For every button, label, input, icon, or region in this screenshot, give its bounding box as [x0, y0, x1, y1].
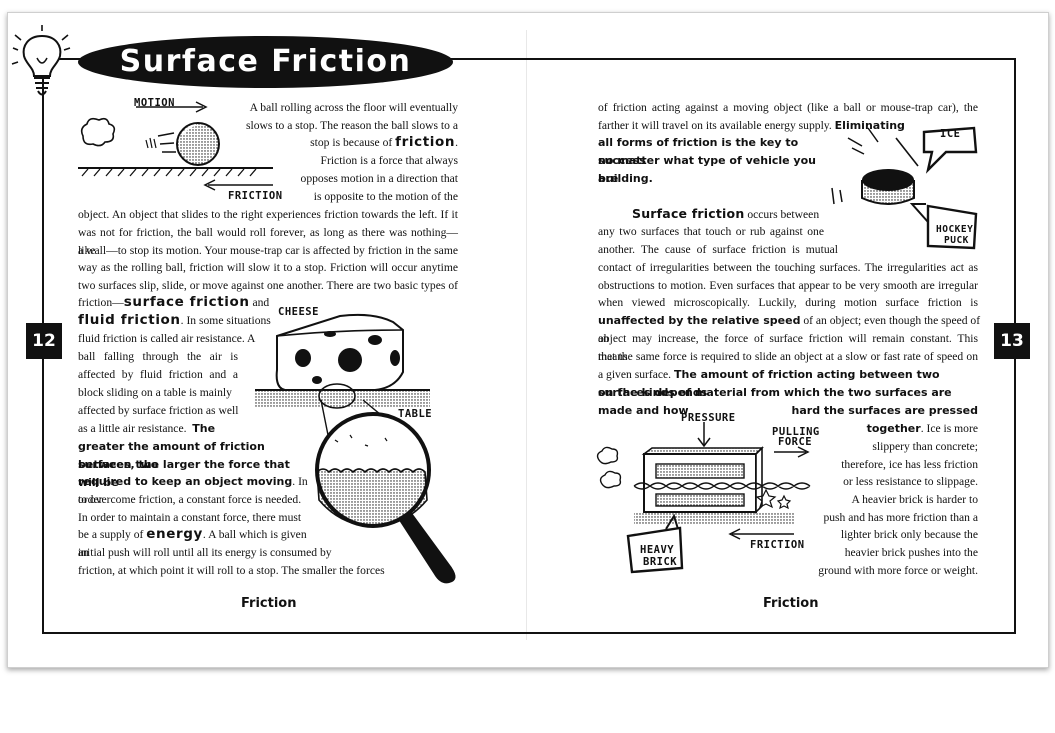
- body-line: ball falling through the air is: [78, 350, 238, 363]
- body-line: of friction acting against a moving obje…: [598, 101, 978, 114]
- bold-line: all forms of friction is the key to succ…: [598, 136, 799, 167]
- body-line: push and has more friction than a: [823, 511, 978, 524]
- body-line: affected by fluid friction and a: [78, 368, 238, 381]
- body-line: opposes motion in a direction that: [300, 172, 458, 185]
- bold-line: building.: [598, 172, 653, 185]
- body-line: Surface friction occurs between: [632, 206, 820, 221]
- body-line: a wall—to stop its motion. Your mouse-tr…: [78, 244, 458, 257]
- rolling-ball-illustration: [78, 101, 273, 191]
- body-line: fluid friction is called air resistance.…: [78, 332, 256, 345]
- page-title: Surface Friction: [119, 44, 412, 79]
- body-line: another. The cause of surface friction i…: [598, 243, 838, 256]
- bold-line: greater the amount of friction between t…: [78, 440, 265, 471]
- page-gutter: [526, 30, 527, 640]
- book-spread: [7, 12, 1049, 668]
- bold-line: on the kinds of material from which the …: [598, 386, 952, 417]
- bold-line: no matter what type of vehicle you are: [598, 154, 816, 185]
- label-motion: MOTION: [134, 97, 175, 109]
- body-line: object. An object that slides to the rig…: [78, 208, 458, 221]
- label-heavy: HEAVY: [640, 544, 675, 556]
- footer-left: Friction: [241, 596, 297, 611]
- body-line: is opposite to the motion of the: [313, 190, 458, 203]
- label-force: FORCE: [778, 436, 813, 448]
- body-line: as a little air resistance. The: [78, 422, 216, 435]
- label-ice: ICE: [940, 128, 961, 140]
- body-line: lighter brick only because the: [840, 528, 978, 541]
- label-pulling: PULLING: [772, 426, 820, 438]
- body-line: when viewed microscopically. Luckily, du…: [598, 296, 978, 309]
- body-line: block sliding on a table is mainly: [78, 386, 232, 399]
- body-line: Friction is a force that always: [320, 154, 458, 167]
- body-line: stop is because of friction.: [310, 134, 458, 150]
- body-line: was not for friction, the ball would rol…: [78, 226, 458, 257]
- body-line: A ball rolling across the floor will eve…: [249, 101, 458, 114]
- body-line: together. Ice is more: [866, 422, 978, 435]
- body-line: slippery than concrete;: [872, 440, 978, 453]
- light-bulb-icon: [11, 25, 71, 96]
- body-line: friction—surface friction and: [78, 294, 270, 310]
- body-line: unaffected by the relative speed of an o…: [598, 314, 981, 345]
- key-term-friction: friction: [395, 134, 456, 150]
- body-line: or less resistance to slippage.: [843, 475, 978, 488]
- key-term-surface-friction: surface friction: [123, 294, 250, 310]
- label-hockey: HOCKEY: [936, 224, 974, 235]
- body-line: slows to a stop. The reason the ball slo…: [246, 119, 458, 132]
- body-line: to overcome friction, a constant force i…: [78, 493, 302, 506]
- body-line: A heavier brick is harder to: [851, 493, 978, 506]
- body-line: In order to maintain a constant force, t…: [78, 511, 302, 524]
- key-term-fluid-friction: fluid friction: [78, 312, 181, 328]
- label-brick: BRICK: [643, 556, 678, 568]
- body-line: therefore, ice has less friction: [841, 458, 978, 471]
- body-line: affected by surface friction as well: [78, 404, 239, 417]
- body-line: required to keep an object moving. In or…: [78, 475, 308, 506]
- key-term-energy: energy: [146, 526, 203, 542]
- bold-line: hard the surfaces are pressed: [791, 404, 978, 417]
- body-line: any two surfaces that touch or rub again…: [598, 225, 824, 238]
- label-friction-brick: FRICTION: [750, 539, 805, 551]
- body-line: object may increase, the force of surfac…: [598, 332, 978, 363]
- label-puck: PUCK: [944, 235, 969, 246]
- body-line: that the same force is required to slide…: [598, 350, 978, 363]
- body-line: way as the rolling ball, friction will s…: [78, 261, 458, 274]
- body-line: ground with more force or weight.: [818, 564, 978, 577]
- body-line: two surfaces slip, slide, or move agains…: [78, 279, 458, 292]
- title-banner: [78, 36, 453, 88]
- label-cheese: CHEESE: [278, 306, 319, 318]
- label-pressure: PRESSURE: [681, 412, 736, 424]
- body-line: fluid friction. In some situations: [78, 312, 271, 328]
- page-number-right: 13: [994, 323, 1030, 359]
- body-line: be a supply of energy. A ball which is g…: [78, 526, 307, 559]
- footer-right: Friction: [763, 596, 819, 611]
- heavy-brick-illustration: [596, 422, 811, 574]
- body-line: friction, at which point it will roll to…: [78, 564, 385, 577]
- body-line: obstructions to motion. Even surfaces th…: [598, 279, 978, 292]
- hockey-puck-illustration: [831, 126, 978, 250]
- body-line: a given surface. The amount of friction …: [598, 368, 940, 399]
- cheese-magnifier-illustration: [255, 313, 456, 584]
- bold-line: surfaces, the larger the force that will…: [78, 458, 290, 489]
- body-line: farther it will travel on its available …: [598, 119, 905, 132]
- label-friction: FRICTION: [228, 190, 283, 202]
- page-number-left: 12: [26, 323, 62, 359]
- body-line: initial push will roll until all its ene…: [78, 546, 332, 559]
- label-table: TABLE: [398, 408, 433, 420]
- key-term-surface-friction: Surface friction: [632, 206, 745, 221]
- body-line: contact of irregularities between the to…: [598, 261, 978, 274]
- body-line: heavier brick pushes into the: [844, 546, 978, 559]
